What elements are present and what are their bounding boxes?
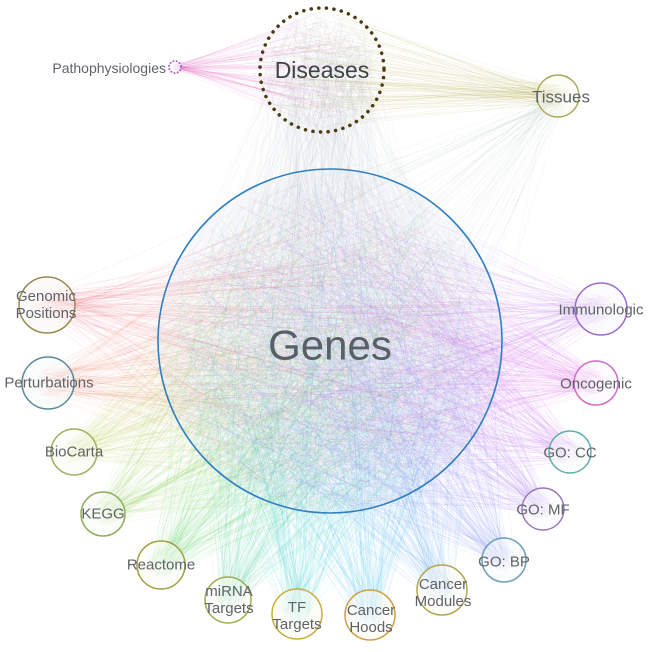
edge-fan-diseases-diseases (262, 12, 379, 130)
edge-fan-immunologic-genes (178, 180, 616, 498)
label-biocarta: BioCarta (45, 444, 104, 461)
node-cancer_hoods[interactable] (344, 589, 396, 641)
edge-fan-mirna_targets-genes (179, 180, 491, 612)
node-labels: Genes Diseases PathophysiologiesTissuesGen… (4, 57, 644, 636)
node-immunologic[interactable] (574, 282, 628, 336)
node-oncogenic[interactable] (573, 360, 619, 406)
edge-fan-oncogenic-genes (164, 179, 608, 508)
node-mirna_targets[interactable] (204, 576, 252, 624)
edge-fan-tissues-genes (178, 87, 569, 486)
edge-fan-go_mf-genes (172, 189, 555, 521)
edge-fan-pathophysiologies-diseases (171, 11, 376, 127)
node-pathophysiologies[interactable] (168, 60, 182, 74)
edge-fan-go_cc-genes (175, 186, 582, 506)
label-pathophysiologies: Pathophysiologies (52, 60, 166, 76)
label-diseases: Diseases (275, 57, 370, 83)
edge-fan-genes-genes (164, 180, 491, 506)
edge-fan-diseases-genes (169, 13, 490, 506)
label-tissues: Tissues (532, 88, 590, 107)
node-kegg[interactable] (80, 491, 126, 537)
node-perturbations[interactable] (21, 356, 75, 410)
label-go_cc: GO: CC (543, 445, 597, 462)
edge-fan-cancer_hoods-genes (166, 176, 488, 629)
edge-fan-cancer_modules-genes (169, 177, 494, 603)
label-go_bp: GO: BP (478, 554, 530, 571)
edge-fan-genomic_positions-genes (32, 182, 479, 502)
node-diseases[interactable] (258, 6, 386, 134)
node-genes[interactable] (157, 168, 503, 514)
node-reactome[interactable] (136, 540, 186, 590)
label-kegg: KEGG (81, 506, 124, 523)
label-go_mf: GO: MF (516, 502, 569, 519)
node-cancer_modules[interactable] (416, 564, 468, 616)
edge-fans (32, 11, 616, 629)
label-genes: Genes (268, 322, 392, 369)
node-circles (18, 6, 628, 641)
edge-fan-biocarta-genes (61, 175, 487, 498)
label-immunologic: Immunologic (558, 302, 644, 319)
label-reactome: Reactome (127, 557, 195, 574)
edge-fan-reactome-genes (148, 195, 489, 579)
node-go_bp[interactable] (481, 537, 527, 583)
node-genomic_positions[interactable] (18, 276, 76, 334)
node-go_cc[interactable] (548, 430, 592, 474)
label-oncogenic: Oncogenic (560, 376, 632, 393)
edge-fan-tissues-diseases (267, 13, 570, 126)
node-go_mf[interactable] (521, 487, 565, 531)
node-biocarta[interactable] (50, 428, 98, 476)
node-tissues[interactable] (536, 74, 580, 118)
node-tf_targets[interactable] (271, 588, 323, 640)
label-perturbations: Perturbations (4, 375, 93, 392)
